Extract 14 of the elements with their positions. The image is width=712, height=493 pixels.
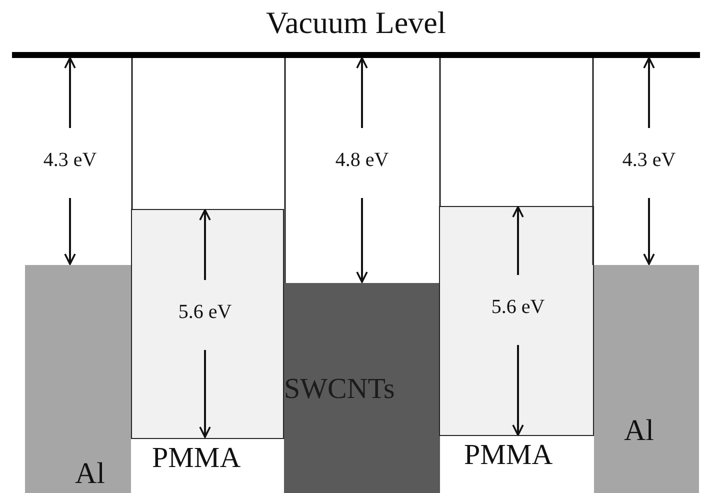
material-label: PMMA (464, 439, 553, 471)
material-label: Al (624, 415, 654, 447)
metal-block (594, 265, 699, 493)
level-label: Vacuum Level (265, 5, 447, 41)
material-label: PMMA (152, 442, 241, 474)
nanotube-block (284, 283, 440, 493)
metal-block (25, 265, 131, 493)
energy-value: 4.8 eV (334, 149, 390, 171)
energy-value: 4.3 eV (621, 149, 677, 171)
energy-value: 4.3 eV (42, 149, 98, 171)
material-label: Al (75, 458, 105, 490)
energy-value: 5.6 eV (490, 296, 546, 318)
material-label: SWCNTs (284, 373, 395, 405)
energy-value: 5.6 eV (177, 301, 233, 323)
